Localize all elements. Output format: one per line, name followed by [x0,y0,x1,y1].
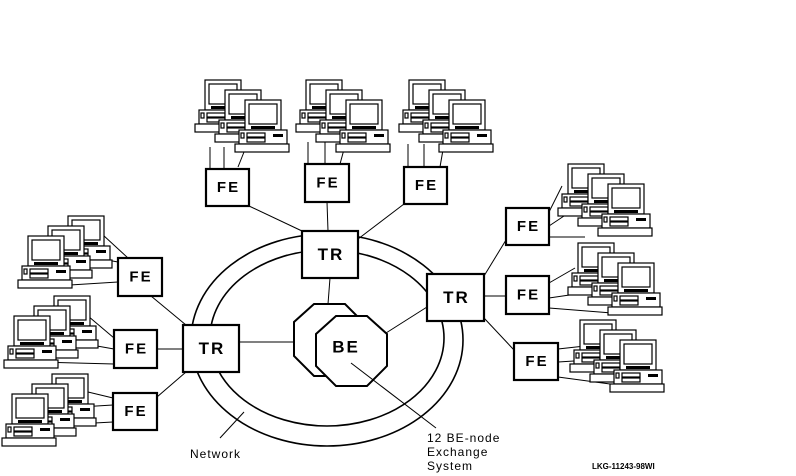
tr-be-link [385,306,428,334]
workstation-clusters [1,79,665,447]
fe-box [116,256,164,298]
workstation-cable [548,185,563,213]
workstation-cable [557,376,611,385]
fe-tr-link [357,203,405,240]
workstation-icon [234,99,290,153]
fe-node: FE [111,391,159,432]
be-system-label-line1: 12 BE-node [427,431,500,445]
workstation-cluster [3,295,99,369]
workstation-cable [548,267,576,284]
fe-node: FE [112,328,159,370]
workstation-icon [609,339,665,393]
workstation-icon [1,393,57,447]
workstation-icon [597,183,653,237]
workstation-cluster [1,373,97,447]
fe-label: FE [125,341,148,358]
fe-node: FE [204,167,251,208]
fe-label: FE [217,179,240,196]
fe-tr-link [483,239,507,277]
workstation-cluster [557,163,653,237]
be-system-label-line2: Exchange [427,445,488,459]
fe-tr-link [483,317,515,351]
workstation-cable [69,281,119,286]
network-pointer [219,411,245,439]
fe-tr-link [150,295,187,326]
fe-node: FE [504,274,551,316]
workstation-icon [3,315,59,369]
network-label: Network [190,447,241,461]
workstation-icon [607,262,663,316]
fe-box [402,165,449,206]
fe-tr-link [156,371,187,398]
fe-box [303,162,351,204]
workstation-icon [17,235,73,289]
workstation-cluster [569,319,665,393]
tr-label: TR [443,288,470,307]
workstation-cluster [194,79,290,153]
figure-code: LKG-11243-98WI [592,462,655,471]
fe-label: FE [316,175,339,192]
node-boxes: TR TR TR FE FE FE FE FE FE FE FE FE [111,162,560,432]
fe-label: FE [517,218,540,235]
tr-label: TR [199,339,226,358]
workstation-cluster [567,242,663,316]
workstation-cluster [295,79,391,153]
fe-label: FE [129,269,152,286]
tr-box [181,323,241,374]
be-octagon-front [315,315,388,387]
tr-be-link [327,277,331,305]
fe-node: FE [512,341,560,382]
workstation-cable [87,315,115,339]
be-label: BE [332,338,360,357]
fe-tr-link [248,205,303,232]
fe-label: FE [525,353,548,370]
workstation-cluster [17,215,113,289]
fe-box [204,167,251,208]
workstation-cluster [398,79,494,153]
workstation-cable [87,391,114,399]
fe-node: FE [303,162,351,204]
tr-node: TR [300,229,360,280]
fe-node: FE [504,206,551,247]
tr-node: TR [181,323,241,374]
fe-box [112,328,159,370]
tr-label: TR [318,245,345,264]
fe-label: FE [124,403,147,420]
fe-tr-link [326,201,329,232]
workstation-icon [438,99,494,153]
fe-label: FE [415,177,438,194]
be-system-label-line3: System [427,459,473,473]
fe-node: FE [116,256,164,298]
be-node: BE [293,303,388,387]
fe-box [111,391,159,432]
tr-box [425,272,486,323]
workstation-cable [548,307,613,314]
fe-box [504,274,551,316]
workstation-cable [102,234,129,259]
annotations: Network 12 BE-node Exchange System LKG-1… [190,362,655,473]
fe-label: FE [517,287,540,304]
be-system-pointer [350,362,437,429]
fe-node: FE [402,165,449,206]
tr-box [300,229,360,280]
fe-box [512,341,560,382]
fe-box [504,206,551,247]
tr-node: TR [425,272,486,323]
workstation-icon [335,99,391,153]
